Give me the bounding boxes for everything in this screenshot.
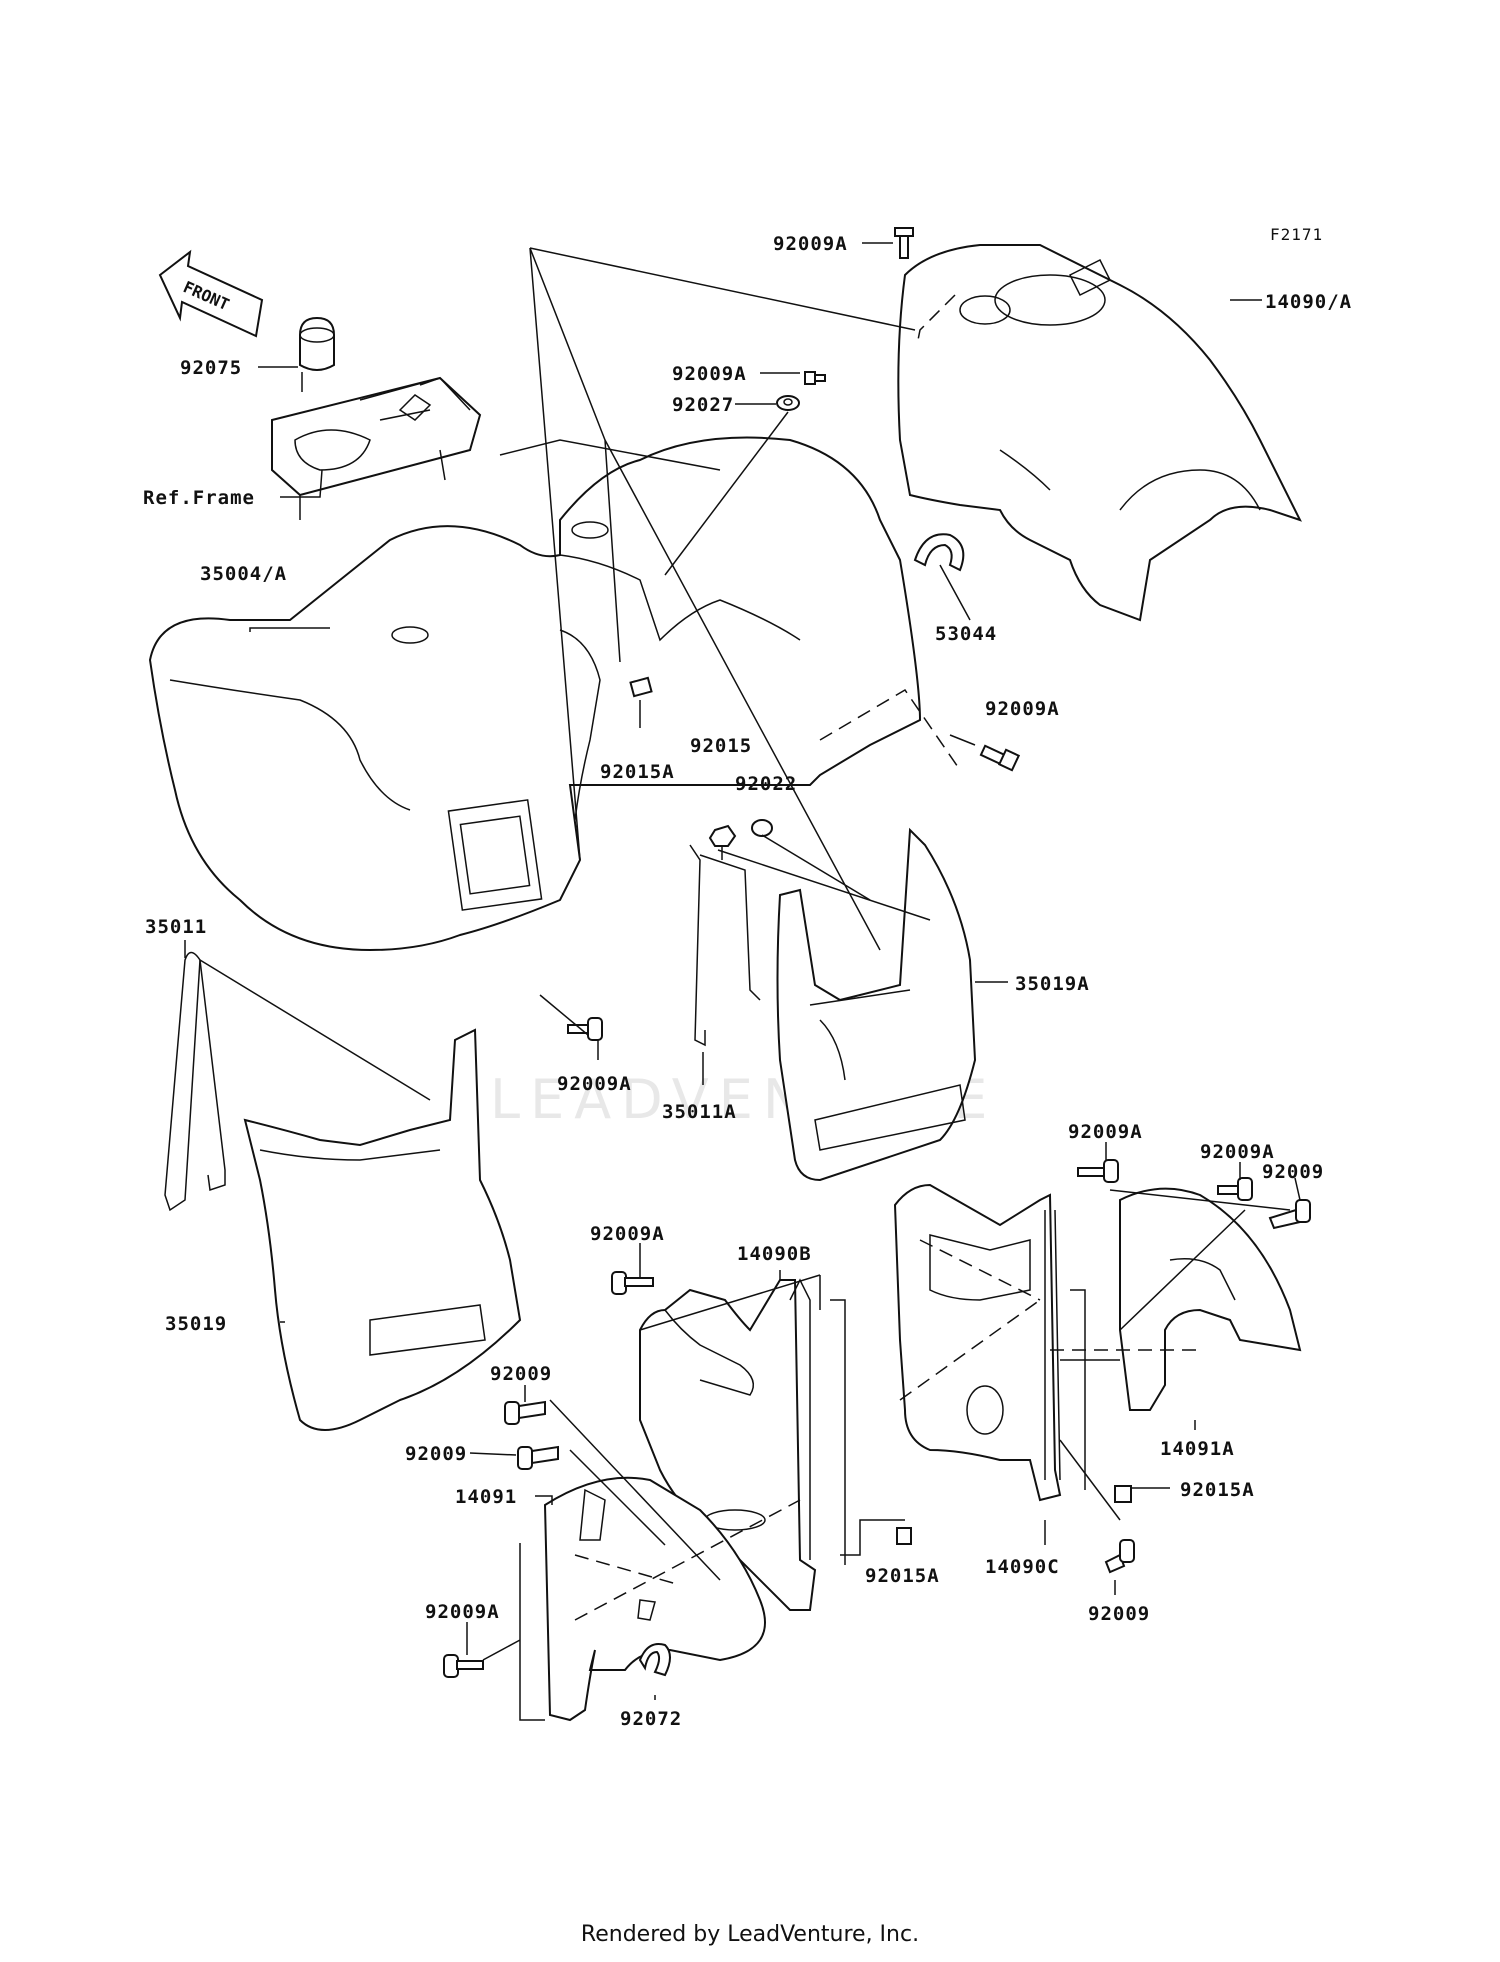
mudflap-35019 — [243, 1028, 522, 1431]
label-35011A: 35011A — [662, 1101, 737, 1123]
mudflap-35019A — [776, 827, 977, 1182]
label-92009A-b: 92009A — [590, 1223, 665, 1245]
front-fender-35004A — [148, 436, 922, 952]
label-92015: 92015 — [690, 735, 752, 757]
label-92009A-c2: 92009A — [1200, 1141, 1275, 1163]
clip-92072 — [638, 1643, 671, 1677]
label-35019: 35019 — [165, 1313, 227, 1335]
bolt-92009A-top — [894, 227, 914, 259]
label-92009-c2: 92009 — [1088, 1603, 1150, 1625]
leader-lines — [184, 242, 1301, 1721]
label-92072: 92072 — [620, 1708, 682, 1730]
label-92009A-c1: 92009A — [1068, 1121, 1143, 1143]
screw-92009-c — [1268, 1199, 1311, 1230]
part-labels: 92009A 14090/A 92075 Ref.Frame 92009A 92… — [143, 233, 1352, 1730]
bolt-92009A-bl — [443, 1654, 484, 1678]
washer-92027 — [776, 395, 800, 411]
grommet-92022 — [751, 819, 773, 837]
upper-cover-14090A — [897, 244, 1302, 622]
screw-92009-b2 — [517, 1445, 559, 1470]
label-92015A-b: 92015A — [865, 1565, 940, 1587]
label-53044: 53044 — [935, 623, 997, 645]
label-92022: 92022 — [735, 773, 797, 795]
label-35011: 35011 — [145, 916, 207, 938]
footer-credit: Rendered by LeadVenture, Inc. — [580, 1922, 920, 1947]
label-92009A-top: 92009A — [773, 233, 848, 255]
screw-92009-b1 — [504, 1400, 546, 1425]
label-92027: 92027 — [672, 394, 734, 416]
label-ref-frame: Ref.Frame — [143, 487, 255, 509]
label-92075: 92075 — [180, 357, 242, 379]
label-92009A-right: 92009A — [985, 698, 1060, 720]
label-92009A-bl: 92009A — [425, 1601, 500, 1623]
label-14091: 14091 — [455, 1486, 517, 1508]
panel-14091A — [1119, 1187, 1302, 1411]
label-92009-c: 92009 — [1262, 1161, 1324, 1183]
label-92009A-fender: 92009A — [557, 1073, 632, 1095]
label-14090B: 14090B — [737, 1243, 812, 1265]
bolt-92009A-b — [611, 1271, 654, 1295]
bolt-92009A-c1 — [1077, 1159, 1119, 1183]
frame-reference — [271, 376, 482, 520]
bolt-92009A-fender — [567, 1017, 603, 1041]
bolt-92009A-right — [979, 744, 1021, 772]
label-35019A: 35019A — [1015, 973, 1090, 995]
label-92009-b2: 92009 — [405, 1443, 467, 1465]
nut-92015A-b — [896, 1527, 912, 1545]
label-14090C: 14090C — [985, 1556, 1060, 1578]
bracket-35011A — [689, 844, 761, 1047]
side-cover-14090C — [893, 1183, 1062, 1502]
clip-53044 — [913, 533, 965, 572]
nut-92015 — [708, 824, 737, 847]
label-92009-b1: 92009 — [490, 1363, 552, 1385]
label-14091A: 14091A — [1160, 1438, 1235, 1460]
grommet-92075 — [299, 316, 335, 371]
panel-14091 — [543, 1476, 766, 1722]
bolt-92009A-c2 — [1217, 1177, 1253, 1201]
bracket-35011 — [164, 951, 226, 1212]
label-92015A-upper: 92015A — [600, 761, 675, 783]
label-92015A-c: 92015A — [1180, 1479, 1255, 1501]
figure-code: F2171 — [1270, 225, 1323, 244]
label-92009A-mid: 92009A — [672, 363, 747, 385]
label-14090A: 14090/A — [1265, 291, 1352, 313]
nut-92015A-c — [1114, 1485, 1132, 1503]
screw-92009-c2 — [1104, 1539, 1135, 1574]
front-arrow-icon: FRONT — [158, 249, 264, 338]
nut-92015A-upper — [629, 676, 653, 698]
bolt-92009A-mid — [804, 371, 826, 385]
label-35004A: 35004/A — [200, 563, 287, 585]
